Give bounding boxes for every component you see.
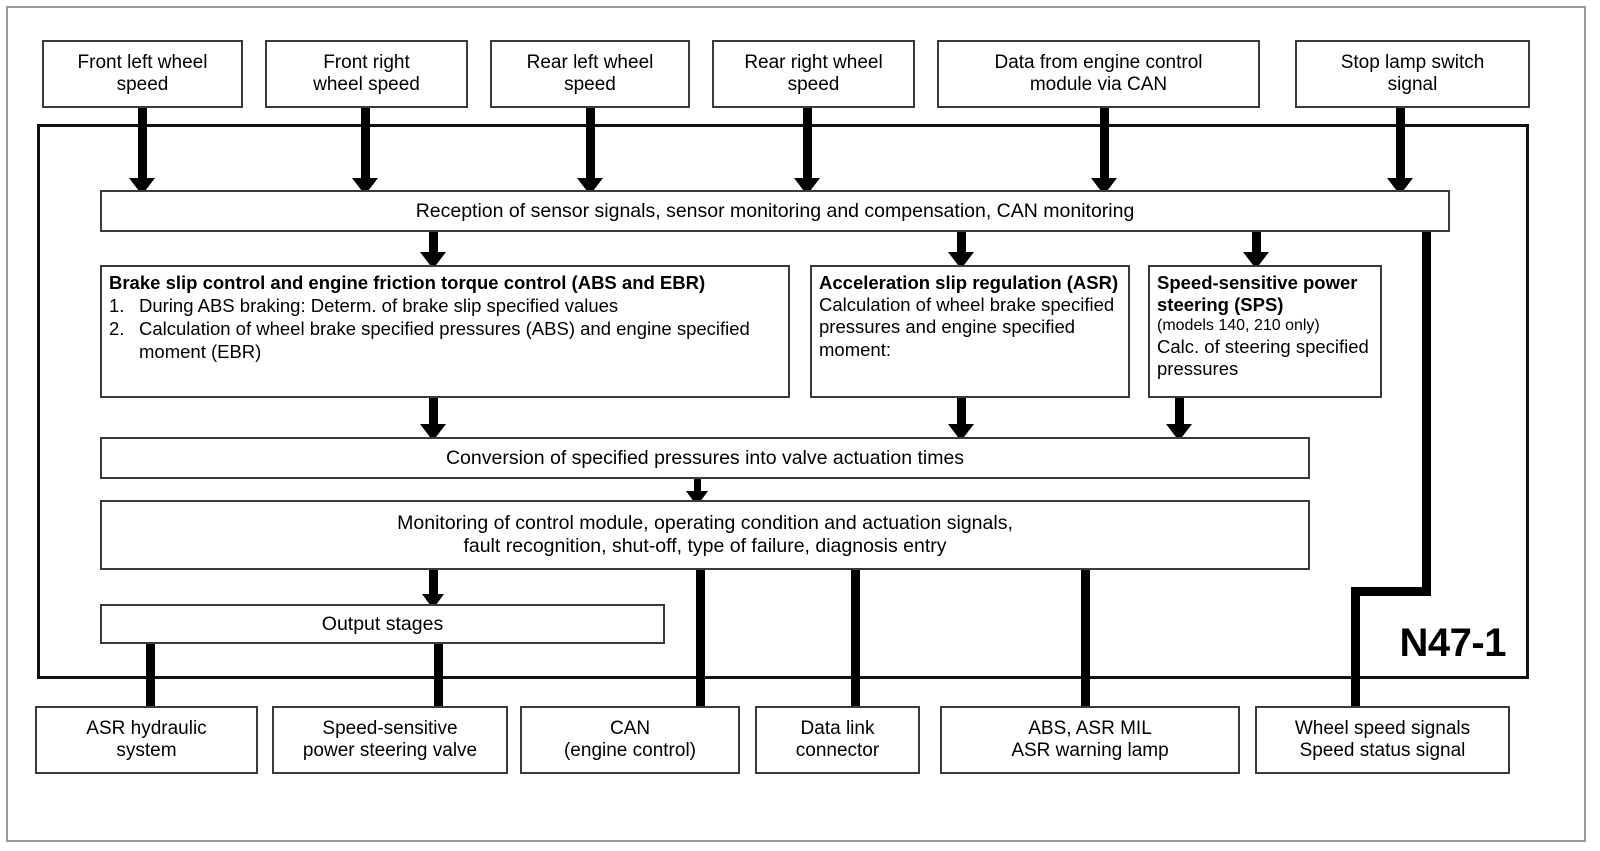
arrowhead-asr-to-conversion: [948, 424, 974, 441]
input-box-rear-right-wheel-speed[interactable]: Rear right wheel speed: [712, 40, 915, 108]
output-label: Wheel speed signals Speed status signal: [1294, 717, 1471, 761]
connector-monitoring-to-data-link-connector: [851, 569, 860, 713]
connector-monitoring-to-can-output: [696, 569, 705, 713]
arrowhead-reception-to-abs: [420, 252, 446, 269]
input-label: Front right wheel speed: [313, 51, 420, 95]
connector-reception-to-sps: [1252, 231, 1261, 260]
connector-output-stages-to-asr-hydraulic: [146, 643, 155, 713]
abs-item-number: 2.: [109, 318, 125, 340]
output-stages-label: Output stages: [321, 612, 444, 635]
abs-item-list: 1. During ABS braking: Determ. of brake …: [109, 295, 781, 363]
output-stages-bar[interactable]: Output stages: [100, 604, 665, 644]
input-label: Data from engine control module via CAN: [994, 51, 1203, 95]
input-box-front-left-wheel-speed[interactable]: Front left wheel speed: [42, 40, 243, 108]
output-label: ASR hydraulic system: [86, 717, 207, 761]
input-box-rear-left-wheel-speed[interactable]: Rear left wheel speed: [490, 40, 690, 108]
module-label: N47-1: [1399, 621, 1507, 665]
strategy-box-asr[interactable]: Acceleration slip regulation (ASR) Calcu…: [810, 265, 1130, 398]
conversion-bar[interactable]: Conversion of specified pressures into v…: [100, 437, 1310, 479]
connector-reception-to-abs: [429, 231, 438, 260]
arrowhead-sps-to-conversion: [1166, 424, 1192, 441]
connector-bypass-vertical-upper: [1422, 228, 1431, 596]
abs-item-number: 1.: [109, 295, 125, 317]
output-box-can-engine-control[interactable]: CAN (engine control): [520, 706, 740, 774]
connector-sps-to-conversion: [1175, 397, 1184, 432]
connector-reception-to-asr: [957, 231, 966, 260]
page-border: [6, 6, 1586, 842]
abs-list-item: 1. During ABS braking: Determ. of brake …: [109, 295, 781, 317]
connector-monitoring-to-abs-asr-mil: [1081, 569, 1090, 713]
connector-stop-lamp-to-reception: [1396, 107, 1405, 182]
output-box-wheel-speed-signals[interactable]: Wheel speed signals Speed status signal: [1255, 706, 1510, 774]
control-module-enclosure: N47-1: [37, 124, 1529, 679]
sps-title: Speed-sensitive power steering (SPS): [1157, 272, 1358, 316]
strategy-box-sps[interactable]: Speed-sensitive power steering (SPS) (mo…: [1148, 265, 1382, 398]
input-label: Stop lamp switch signal: [1340, 51, 1485, 95]
abs-title: Brake slip control and engine friction t…: [109, 272, 706, 293]
input-label: Rear right wheel speed: [744, 51, 883, 95]
input-box-stop-lamp-switch-signal[interactable]: Stop lamp switch signal: [1295, 40, 1530, 108]
connector-bypass-horizontal-jog: [1351, 587, 1431, 596]
output-box-asr-hydraulic-system[interactable]: ASR hydraulic system: [35, 706, 258, 774]
input-label: Front left wheel speed: [77, 51, 208, 95]
connector-front-right-to-reception: [361, 107, 370, 182]
output-box-data-link-connector[interactable]: Data link connector: [755, 706, 920, 774]
strategy-box-abs-ebr[interactable]: Brake slip control and engine friction t…: [100, 265, 790, 398]
reception-label: Reception of sensor signals, sensor moni…: [415, 199, 1135, 222]
output-label: Data link connector: [795, 717, 880, 761]
output-box-abs-asr-mil-warning-lamp[interactable]: ABS, ASR MIL ASR warning lamp: [940, 706, 1240, 774]
connector-can-data-to-reception: [1100, 107, 1109, 182]
sps-note: (models 140, 210 only): [1157, 317, 1320, 335]
asr-title: Acceleration slip regulation (ASR): [819, 272, 1119, 293]
connector-output-stages-to-sps-valve: [434, 643, 443, 713]
conversion-label: Conversion of specified pressures into v…: [445, 446, 965, 469]
monitoring-label: Monitoring of control module, operating …: [397, 512, 1013, 557]
input-label: Rear left wheel speed: [526, 51, 654, 95]
output-label: Speed-sensitive power steering valve: [302, 717, 478, 761]
monitoring-bar[interactable]: Monitoring of control module, operating …: [100, 500, 1310, 570]
arrowhead-abs-to-conversion: [420, 424, 446, 441]
arrowhead-reception-to-sps: [1243, 252, 1269, 269]
asr-body: Calculation of wheel brake specified pre…: [819, 294, 1115, 360]
output-box-sps-valve[interactable]: Speed-sensitive power steering valve: [272, 706, 508, 774]
connector-asr-to-conversion: [957, 397, 966, 432]
abs-list-item: 2. Calculation of wheel brake specified …: [109, 318, 781, 362]
connector-abs-to-conversion: [429, 397, 438, 432]
sps-body: Calc. of steering specified pressures: [1157, 335, 1369, 379]
connector-rear-right-to-reception: [803, 107, 812, 182]
input-box-engine-control-module-can[interactable]: Data from engine control module via CAN: [937, 40, 1260, 108]
connector-bypass-vertical-lower: [1351, 587, 1360, 713]
connector-monitoring-to-output-stages: [429, 569, 438, 601]
output-label: ABS, ASR MIL ASR warning lamp: [1011, 717, 1169, 761]
connector-front-left-to-reception: [138, 107, 147, 182]
output-label: CAN (engine control): [563, 717, 697, 761]
abs-item-text: Calculation of wheel brake specified pre…: [139, 318, 750, 362]
abs-item-text: During ABS braking: Determ. of brake sli…: [139, 295, 619, 317]
input-box-front-right-wheel-speed[interactable]: Front right wheel speed: [265, 40, 468, 108]
connector-rear-left-to-reception: [586, 107, 595, 182]
connector-conversion-to-monitoring: [694, 478, 701, 498]
arrowhead-reception-to-asr: [948, 252, 974, 269]
reception-bar[interactable]: Reception of sensor signals, sensor moni…: [100, 190, 1450, 232]
